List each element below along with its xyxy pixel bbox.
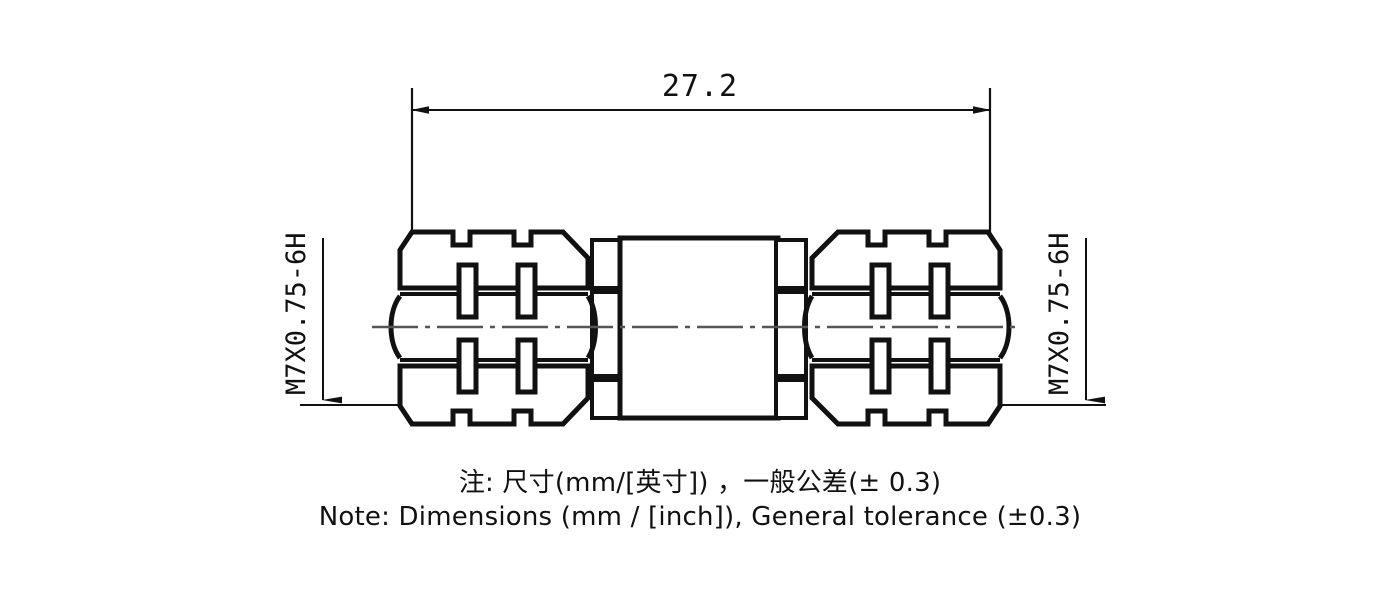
note-line-chinese: 注: 尺寸(mm/[英寸]) ，一般公差(± 0.3) (458, 468, 942, 498)
left-nut-knurl-upper-2 (515, 262, 538, 320)
right-nut-knurl-lower-1 (869, 337, 892, 395)
dimension-overall-length: 27.2 (410, 69, 992, 243)
left-nut-upper-lobe (397, 229, 591, 291)
callout-left-thread: M7X0.75-6H (281, 232, 400, 406)
component-right-hex-coupling-nut (802, 229, 1012, 427)
center-left-collar-lower (590, 378, 624, 420)
right-nut-upper-lobe (809, 229, 1003, 291)
right-nut-knurl-upper-1 (869, 262, 892, 320)
left-nut-knurl-upper-1 (456, 262, 479, 320)
dimension-label-overall-length: 27.2 (662, 69, 738, 104)
right-nut-middle-right-curve (997, 294, 1012, 360)
notes-block: 注: 尺寸(mm/[英寸]) ，一般公差(± 0.3) Note: Dimens… (0, 466, 1400, 534)
right-nut-lower-lobe (809, 363, 1003, 427)
center-left-collar-middle (590, 290, 624, 378)
left-nut-knurl-lower-1 (456, 337, 479, 395)
center-right-collar-upper (774, 238, 808, 290)
component-left-hex-coupling-nut (388, 229, 598, 427)
center-right-collar-middle (774, 290, 808, 378)
note-line-english: Note: Dimensions (mm / [inch]), General … (318, 502, 1082, 532)
callout-right-thread: M7X0.75-6H (1000, 232, 1106, 406)
right-nut-knurl-lower-2 (928, 337, 951, 395)
right-thread-label: M7X0.75-6H (1044, 232, 1075, 395)
right-nut-knurl-upper-2 (928, 262, 951, 320)
left-nut-knurl-lower-2 (515, 337, 538, 395)
left-thread-label: M7X0.75-6H (281, 232, 312, 395)
center-right-collar-lower (774, 378, 808, 420)
left-nut-lower-lobe (397, 363, 591, 427)
